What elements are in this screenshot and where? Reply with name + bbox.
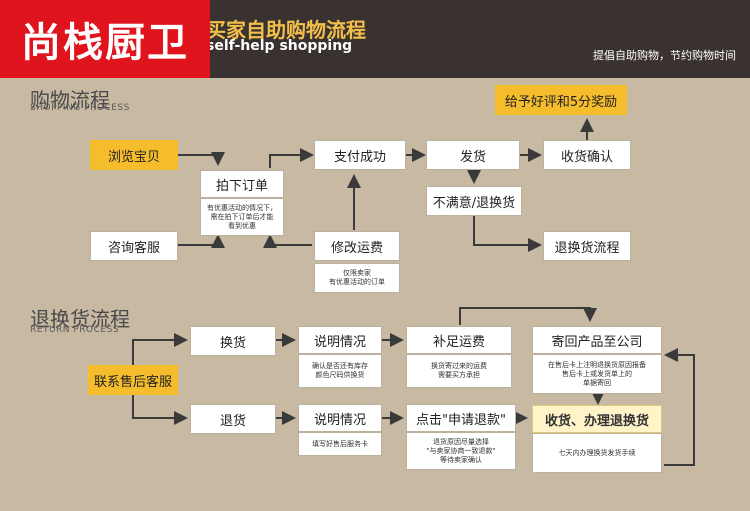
return-section-subtitle: RETURN PROCESS <box>30 325 120 335</box>
header-title-cn: 买家自助购物流程 <box>206 18 366 42</box>
arrow-loop-back <box>664 348 695 466</box>
supplement-freight-box: 补足运费 <box>406 326 512 354</box>
send-back-note: 在售后卡上注明退换货原因报备 售后卡上或发货单上的 单据寄回 <box>532 354 662 394</box>
shopping-section-subtitle: SHOPPING PROCESS <box>30 103 130 113</box>
receive-confirm-box: 收货确认 <box>543 140 631 170</box>
arrow-order-to-pay <box>269 148 314 168</box>
arrow-modify-to-order <box>263 234 312 248</box>
arrow-consult-to-order <box>178 234 225 248</box>
reward-box: 给予好评和5分奖励 <box>495 85 627 115</box>
explain-refund-box: 说明情况 <box>298 404 382 432</box>
header-title-en: self-help shopping <box>206 38 353 54</box>
receive-process-note: 七天内办理换货发货手续 <box>532 433 662 473</box>
shopping-section-title: 购物流程 <box>30 88 110 112</box>
modify-freight-box: 修改运费 <box>314 231 400 261</box>
apply-refund-box: 点击"申请退款" <box>406 404 516 432</box>
brand-logo: 尚栈厨卫 <box>0 0 210 78</box>
return-flow-box: 退换货流程 <box>543 231 631 261</box>
send-back-box: 寄回产品至公司 <box>532 326 662 354</box>
arrow-unsatisfied-to-return <box>473 216 542 252</box>
arrow-contact-to-refund <box>132 395 188 425</box>
exchange-box: 换货 <box>190 326 276 356</box>
order-note: 有优惠活动的情况下， 需在拍下订单后才能 看到优惠 <box>200 198 284 236</box>
unsatisfied-box: 不满意/退换货 <box>426 186 522 216</box>
supplement-freight-note: 换货寄过来的运费 需要买方承担 <box>406 354 512 388</box>
pay-box: 支付成功 <box>314 140 406 170</box>
arrow-browse-to-order <box>178 152 225 166</box>
refund-box: 退货 <box>190 404 276 434</box>
order-box: 拍下订单 <box>200 170 284 198</box>
browse-box: 浏览宝贝 <box>90 140 178 170</box>
explain-exchange-note: 确认是否还有库存 颜色尺码供换货 <box>298 354 382 388</box>
consult-box: 咨询客服 <box>90 231 178 261</box>
explain-exchange-box: 说明情况 <box>298 326 382 354</box>
receive-process-box: 收货、办理退换货 <box>532 405 662 433</box>
explain-refund-note: 填写好售后服务卡 <box>298 432 382 456</box>
apply-refund-note: 退货原因尽量选择 "与卖家协商一致退款" 等待卖家确认 <box>406 432 516 470</box>
modify-freight-note: 仅限卖家 有优惠活动的订单 <box>314 263 400 293</box>
header-slogan: 提倡自助购物，节约购物时间 <box>593 49 736 62</box>
ship-box: 发货 <box>426 140 520 170</box>
arrow-contact-to-exchange <box>132 333 188 365</box>
return-section-title: 退换货流程 <box>30 307 130 331</box>
contact-service-box: 联系售后客服 <box>88 365 178 395</box>
arrow-supplement-to-sendback <box>459 307 597 325</box>
